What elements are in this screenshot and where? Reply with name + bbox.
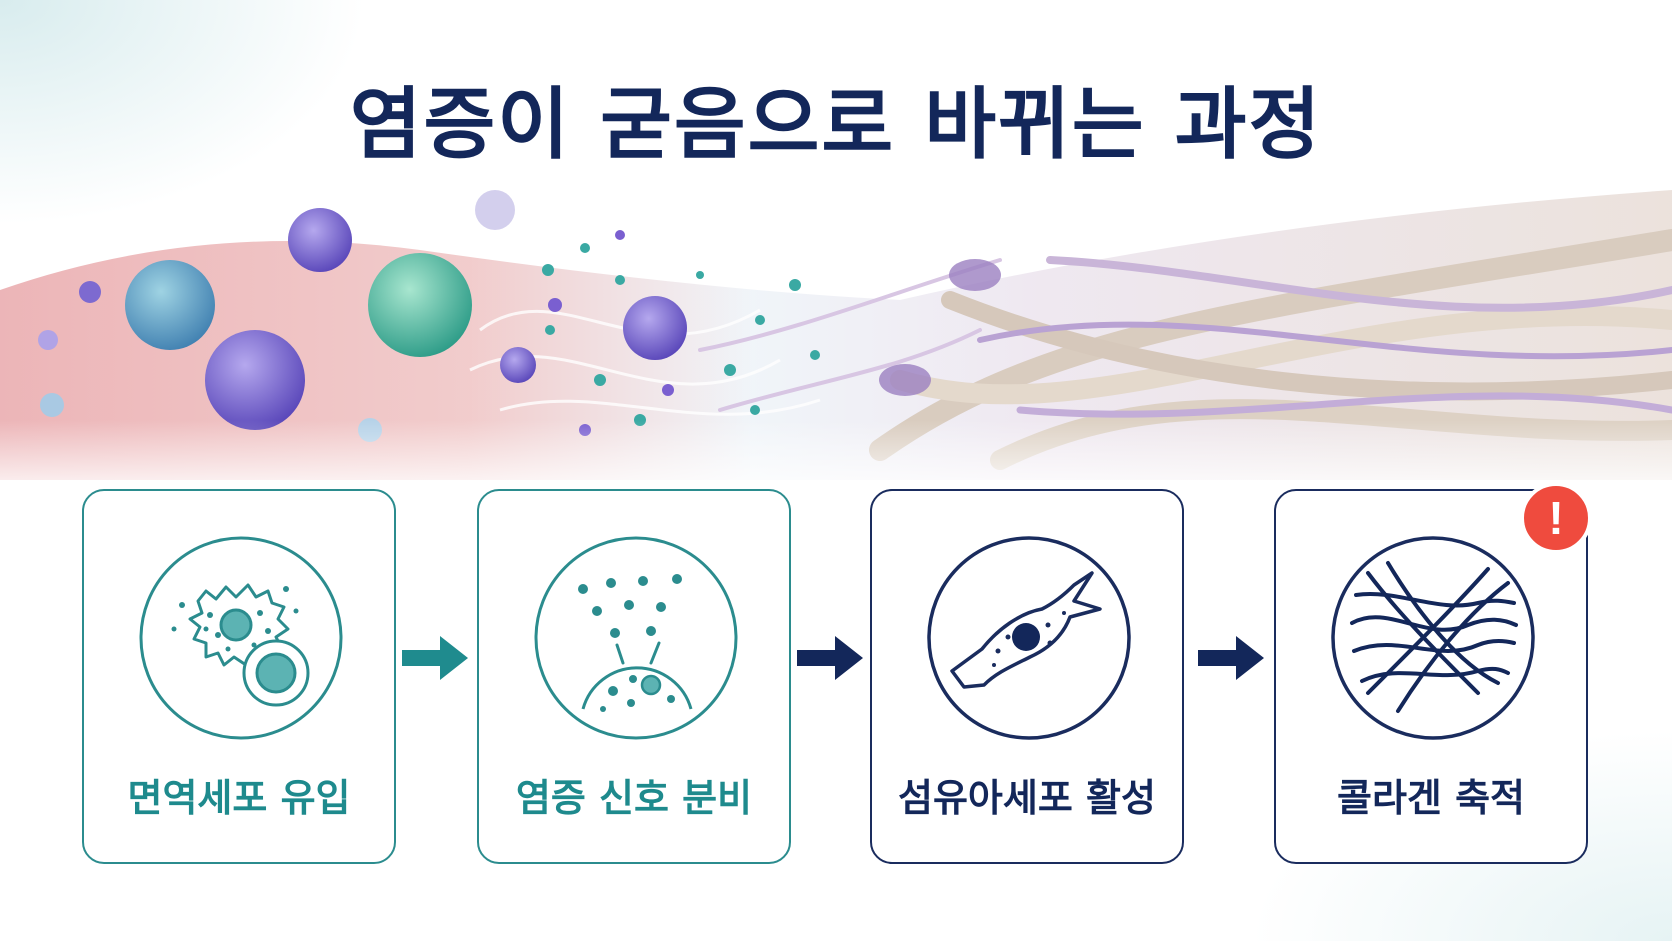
step-label: 면역세포 유입 [127, 776, 351, 820]
alert-symbol: ! [1548, 492, 1563, 544]
fibroblast-icon [927, 536, 1131, 740]
collagen-fibers-icon [1331, 536, 1535, 740]
arrow-right-icon [797, 636, 863, 680]
immune-cell-icon [139, 536, 343, 740]
step-label: 섬유아세포 활성 [898, 776, 1156, 820]
step-card-immune-influx: 면역세포 유입 [82, 489, 396, 864]
signal-release-icon [534, 536, 738, 740]
step-card-inflammatory-signal: 염증 신호 분비 [477, 489, 791, 864]
arrow-right-icon [1198, 636, 1264, 680]
tissue-illustration [0, 180, 1672, 500]
step-card-fibroblast-activation: 섬유아세포 활성 [870, 489, 1184, 864]
arrow-right-icon [402, 636, 468, 680]
step-label: 콜라겐 축적 [1336, 776, 1526, 820]
step-card-collagen-accumulation: 콜라겐 축적 [1274, 489, 1588, 864]
step-label: 염증 신호 분비 [515, 776, 753, 820]
alert-icon: ! [1520, 482, 1592, 554]
page-title: 염증이 굳음으로 바뀌는 과정 [349, 80, 1323, 170]
